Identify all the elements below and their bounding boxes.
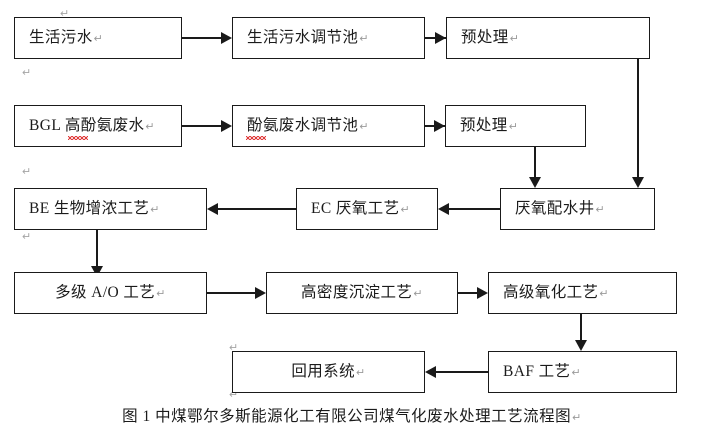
arrowhead-right-icon <box>255 287 266 299</box>
connector-line <box>449 208 500 210</box>
node-label: 厌氧配水井↵ <box>515 200 606 218</box>
pilcrow-mark: ↵ <box>509 32 520 45</box>
node-sewage-equalizing-tank[interactable]: 生活污水调节池↵ <box>232 17 425 59</box>
editor-mark: ↵ <box>229 342 239 354</box>
arrowhead-right-icon <box>221 120 232 132</box>
connector-line <box>534 147 536 182</box>
node-bgl-phenol-ammonia[interactable]: BGL 高酚氨废水↵ <box>14 105 182 147</box>
pilcrow-mark: ↵ <box>571 366 582 379</box>
editor-mark: ↵ <box>229 389 239 401</box>
connector-line <box>207 292 256 294</box>
node-label: 回用系统↵ <box>291 363 366 381</box>
connector-line <box>436 371 488 373</box>
node-label: 高级氧化工艺↵ <box>503 284 610 302</box>
editor-mark: ↵ <box>22 166 32 178</box>
pilcrow-mark: ↵ <box>400 203 411 216</box>
node-anaerobic-water-well[interactable]: 厌氧配水井↵ <box>500 188 655 230</box>
connector-line <box>218 208 296 210</box>
connector-line <box>96 230 98 272</box>
node-multistage-ao[interactable]: 多级 A/O 工艺↵ <box>14 272 207 314</box>
node-label: 酚氨废水调节池↵ <box>247 117 369 135</box>
pilcrow-mark: ↵ <box>93 32 104 45</box>
node-label: 多级 A/O 工艺↵ <box>55 284 166 302</box>
editor-mark: ↵ <box>60 8 70 20</box>
arrowhead-right-icon <box>477 287 488 299</box>
node-ec-anaerobic[interactable]: EC 厌氧工艺↵ <box>296 188 438 230</box>
pilcrow-mark: ↵ <box>145 120 156 133</box>
spellcheck-underline <box>68 136 88 140</box>
pilcrow-mark: ↵ <box>595 203 606 216</box>
spellcheck-underline <box>246 136 266 140</box>
node-label: BE 生物增浓工艺↵ <box>29 200 160 218</box>
node-label: EC 厌氧工艺↵ <box>311 200 411 218</box>
connector-line <box>182 125 222 127</box>
editor-mark: ↵ <box>22 231 32 243</box>
node-label: 生活污水↵ <box>29 29 104 47</box>
arrowhead-down-icon <box>575 340 587 351</box>
node-domestic-sewage[interactable]: 生活污水↵ <box>14 17 182 59</box>
connector-line <box>580 314 582 346</box>
arrowhead-left-icon <box>425 366 436 378</box>
node-advanced-oxidation[interactable]: 高级氧化工艺↵ <box>488 272 677 314</box>
pilcrow-mark: ↵ <box>359 32 369 45</box>
node-reuse-system[interactable]: 回用系统↵ <box>232 351 425 393</box>
node-label: 预处理↵ <box>460 117 519 135</box>
connector-line <box>637 59 639 182</box>
pilcrow-mark: ↵ <box>359 120 369 133</box>
arrowhead-left-icon <box>438 203 449 215</box>
arrowhead-right-icon <box>221 32 232 44</box>
arrowhead-right-icon <box>435 32 446 44</box>
pilcrow-mark: ↵ <box>599 287 610 300</box>
node-pretreatment-2[interactable]: 预处理↵ <box>445 105 586 147</box>
pilcrow-mark: ↵ <box>413 287 423 300</box>
arrowhead-down-icon <box>632 177 644 188</box>
node-label: 生活污水调节池↵ <box>247 29 369 47</box>
node-label: 高密度沉淀工艺↵ <box>301 284 423 302</box>
pilcrow-mark: ↵ <box>156 287 166 300</box>
connector-line <box>182 37 222 39</box>
node-baf-process[interactable]: BAF 工艺↵ <box>488 351 677 393</box>
figure-caption: 图 1 中煤鄂尔多斯能源化工有限公司煤气化废水处理工艺流程图↵ <box>122 408 582 425</box>
pilcrow-mark: ↵ <box>355 366 366 379</box>
pilcrow-mark: ↵ <box>508 120 519 133</box>
node-be-bio-thickening[interactable]: BE 生物增浓工艺↵ <box>14 188 207 230</box>
node-high-density-sed[interactable]: 高密度沉淀工艺↵ <box>266 272 458 314</box>
node-label: BAF 工艺↵ <box>503 363 582 381</box>
editor-mark: ↵ <box>22 67 32 79</box>
pilcrow-mark: ↵ <box>572 411 582 424</box>
connector-line <box>458 292 478 294</box>
node-phenol-ammonia-tank[interactable]: 酚氨废水调节池↵ <box>232 105 425 147</box>
node-pretreatment-1[interactable]: 预处理↵ <box>446 17 650 59</box>
arrowhead-down-icon <box>91 266 103 277</box>
arrowhead-down-icon <box>529 177 541 188</box>
node-label: BGL 高酚氨废水↵ <box>29 117 156 135</box>
arrowhead-right-icon <box>434 120 445 132</box>
node-label: 预处理↵ <box>461 29 520 47</box>
arrowhead-left-icon <box>207 203 218 215</box>
pilcrow-mark: ↵ <box>150 203 160 216</box>
